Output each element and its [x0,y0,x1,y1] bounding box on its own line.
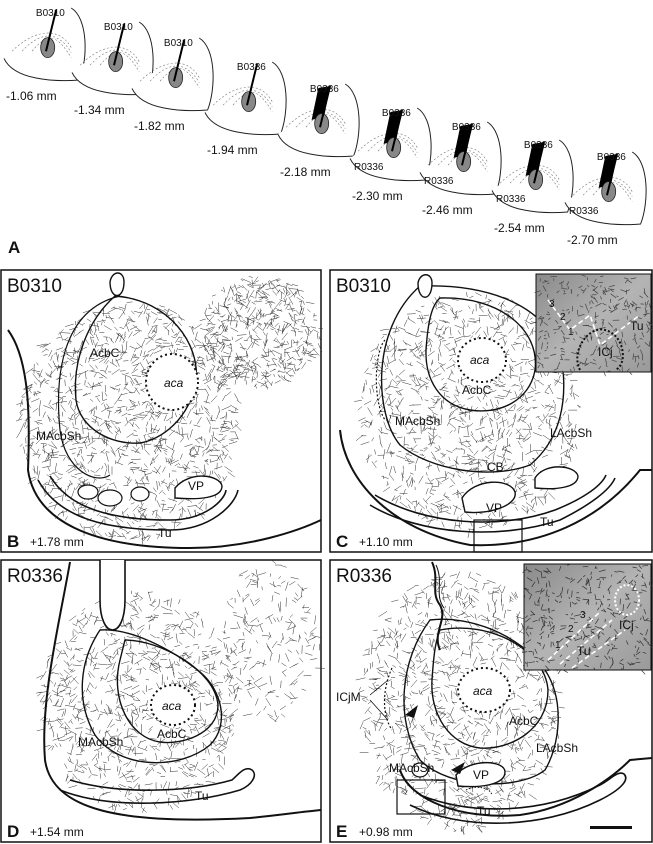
section-2-case-label: B0310 [104,22,133,33]
level-d: +1.54 mm [30,825,84,839]
label-acbc-e: AcbC [509,714,539,728]
inset-e-tu: Tu [577,644,591,658]
section-1 [3,7,86,82]
case-id-e: R0336 [336,566,392,587]
inset-e-layer-3: 3 [580,610,586,621]
section-5-level: -2.18 mm [280,165,331,179]
scale-bar [590,826,632,829]
section-4 [204,61,287,136]
label-tu-c: Tu [540,515,554,529]
inset-c-tu: Tu [630,319,644,333]
section-1-level: -1.06 mm [6,89,57,103]
section-3-case-label: B0310 [164,38,193,49]
inset-e-icj: ICj [619,618,634,632]
panel-c: 3 2 1 Tu ICj B0310 AcbC aca MAcbSh LAcbS… [329,269,653,553]
panel-c-letter: C [336,532,348,551]
inset-c-layer-2: 2 [560,312,566,323]
section-5-case-label: B0336 [310,84,339,95]
section-8-case-label: B0336 [524,140,553,151]
section-6 [349,107,432,182]
case-id-b: B0310 [7,276,62,297]
inset-c-layer-3: 3 [549,299,555,310]
arrowhead-1-icon [405,705,418,718]
panel-a: B0310 -1.06 mm B0310 -1.34 mm B0310 -1.82 mm B… [3,7,647,257]
inset-texture [519,564,653,675]
section-6-case-label: B0336 [382,108,411,119]
label-macbsh-b: MAcbSh [36,429,81,443]
panel-b-letter: B [7,532,19,551]
inset-e-layer-2: 2 [568,624,574,635]
section-3-level: -1.82 mm [134,119,185,133]
fiber-texture [194,276,323,390]
label-macbsh-d: MAcbSh [78,735,123,749]
section-7-level: -2.46 mm [422,203,473,217]
section-9-case-label-2: R0336 [569,206,599,217]
inset-c-layer-1: 1 [568,327,574,338]
fiber-texture [222,560,325,722]
label-cb-c: CB [487,460,504,474]
label-lacbsh-c: LAcbSh [550,426,592,440]
section-8 [491,139,574,214]
section-9-level: -2.70 mm [567,233,618,247]
label-aca-d: aca [162,699,182,713]
section-8-case-label-2: R0336 [496,194,526,205]
panel-a-letter: A [8,238,20,257]
level-b: +1.78 mm [30,535,84,549]
label-macbsh-c: MAcbSh [395,414,440,428]
section-7-case-label-2: R0336 [424,176,454,187]
section-1-case-label: B0310 [36,8,65,19]
section-8-level: -2.54 mm [494,221,545,235]
section-6-case-label-2: R0336 [354,162,384,173]
section-9 [564,151,647,226]
label-acbc-c: AcbC [462,383,492,397]
section-5 [277,83,360,158]
label-macbsh-e: MAcbSh [389,761,434,775]
section-6-level: -2.30 mm [352,189,403,203]
case-id-d: R0336 [7,566,63,587]
label-acbc-b: AcbC [90,346,120,360]
panel-e-letter: E [336,822,347,841]
label-acbc-d: AcbC [157,727,187,741]
section-9-case-label: B0336 [597,152,626,163]
section-4-case-label: B0336 [237,62,266,73]
label-aca-c: aca [470,353,490,367]
inset-texture [534,274,653,377]
label-aca-e: aca [473,684,493,698]
fiber-texture [354,292,582,538]
level-e: +0.98 mm [359,825,413,839]
fiber-texture [15,301,242,545]
label-lacbsh-e: LAcbSh [536,741,578,755]
inset-e: 3 2 1 Tu ICj [519,563,653,675]
section-3 [131,37,214,112]
section-2 [71,21,154,96]
level-c: +1.10 mm [359,535,413,549]
label-aca-b: aca [164,376,184,390]
panel-b: B0310 AcbC aca MAcbSh VP Tu B +1.78 mm [0,269,323,553]
inset-e-layer-1: 1 [555,640,561,651]
inset-c-icj: ICj [598,345,613,359]
case-id-c: B0310 [336,276,391,297]
arrowhead-2-icon [451,762,465,774]
label-tu-b: Tu [158,526,172,540]
fiber-texture [36,590,244,814]
panel-e: 3 2 1 Tu ICj R0336 AcbC aca MAcbSh LAcbS… [329,559,653,843]
panel-d-letter: D [7,822,19,841]
label-vp-b: VP [188,479,204,493]
label-icjm-e: ICjM [336,690,361,704]
section-2-level: -1.34 mm [74,103,125,117]
inset-c: 3 2 1 Tu ICj [534,273,653,377]
section-7-case-label: B0336 [452,122,481,133]
label-tu-d: Tu [195,789,209,803]
label-tu-e: Tu [477,804,491,818]
section-4-level: -1.94 mm [207,143,258,157]
label-vp-e: VP [473,768,489,782]
label-vp-c: VP [486,501,502,515]
panel-d: R0336 AcbC aca MAcbSh Tu D +1.54 mm [0,559,325,843]
